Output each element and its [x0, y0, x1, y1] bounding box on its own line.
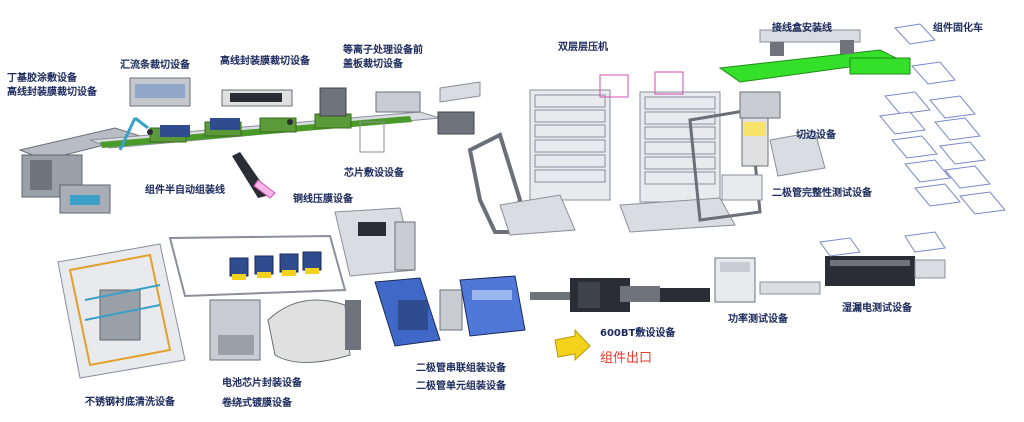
power-test — [714, 257, 821, 303]
label-diode-series: 二极管串联组装设备 — [416, 363, 506, 374]
label-semi-auto: 组件半自动组装线 — [145, 185, 225, 196]
diode-assembly — [374, 275, 526, 347]
stainless-cleaning — [57, 243, 186, 379]
label-stainless-clean: 不锈钢衬底清洗设备 — [85, 397, 175, 408]
label-power-test: 功率测试设备 — [728, 314, 788, 325]
label-hv-encap-film-cut: 高线封装膜裁切设备 — [220, 56, 310, 67]
label-module-exit: 组件出口 — [600, 351, 653, 366]
leakage-test — [819, 231, 946, 286]
label-trimming: 切边设备 — [796, 130, 836, 141]
label-copper-film: 铜线压膜设备 — [293, 194, 353, 205]
copper-film — [334, 207, 416, 277]
semi-auto-line — [18, 77, 441, 214]
double-laminator — [437, 71, 762, 236]
curing-carts — [879, 23, 1006, 215]
label-double-laminator: 双层层压机 — [558, 42, 608, 53]
label-diode-unit: 二极管单元组装设备 — [416, 381, 506, 392]
label-busbar-cut: 汇流条裁切设备 — [120, 60, 190, 71]
junction-box-line — [718, 29, 911, 119]
label-chip-layup: 芯片敷设设备 — [344, 168, 404, 179]
label-glue-coating: 丁基胶涂敷设备 — [7, 73, 77, 84]
label-plasma-line2: 盖板裁切设备 — [343, 59, 403, 70]
label-junction-box: 接线盒安装线 — [772, 23, 832, 34]
label-hv-encap-cut: 高线封装膜裁切设备 — [7, 87, 97, 98]
label-roll-coating: 卷绕式镀膜设备 — [222, 398, 292, 409]
exit-arrow-icon — [554, 328, 591, 362]
cell-encapsulation — [168, 234, 361, 363]
label-bt600: 600BT敷设设备 — [600, 328, 676, 339]
trimming-diode-test — [721, 117, 826, 201]
label-curing-cart: 组件固化车 — [933, 23, 983, 34]
label-plasma-line1: 等离子处理设备前 — [343, 45, 423, 56]
bt600-layup — [530, 278, 710, 312]
label-cell-encap: 电池芯片封装设备 — [222, 378, 302, 389]
label-diode-test: 二极管完整性测试设备 — [772, 188, 872, 199]
label-leakage-test: 湿漏电测试设备 — [842, 303, 912, 314]
